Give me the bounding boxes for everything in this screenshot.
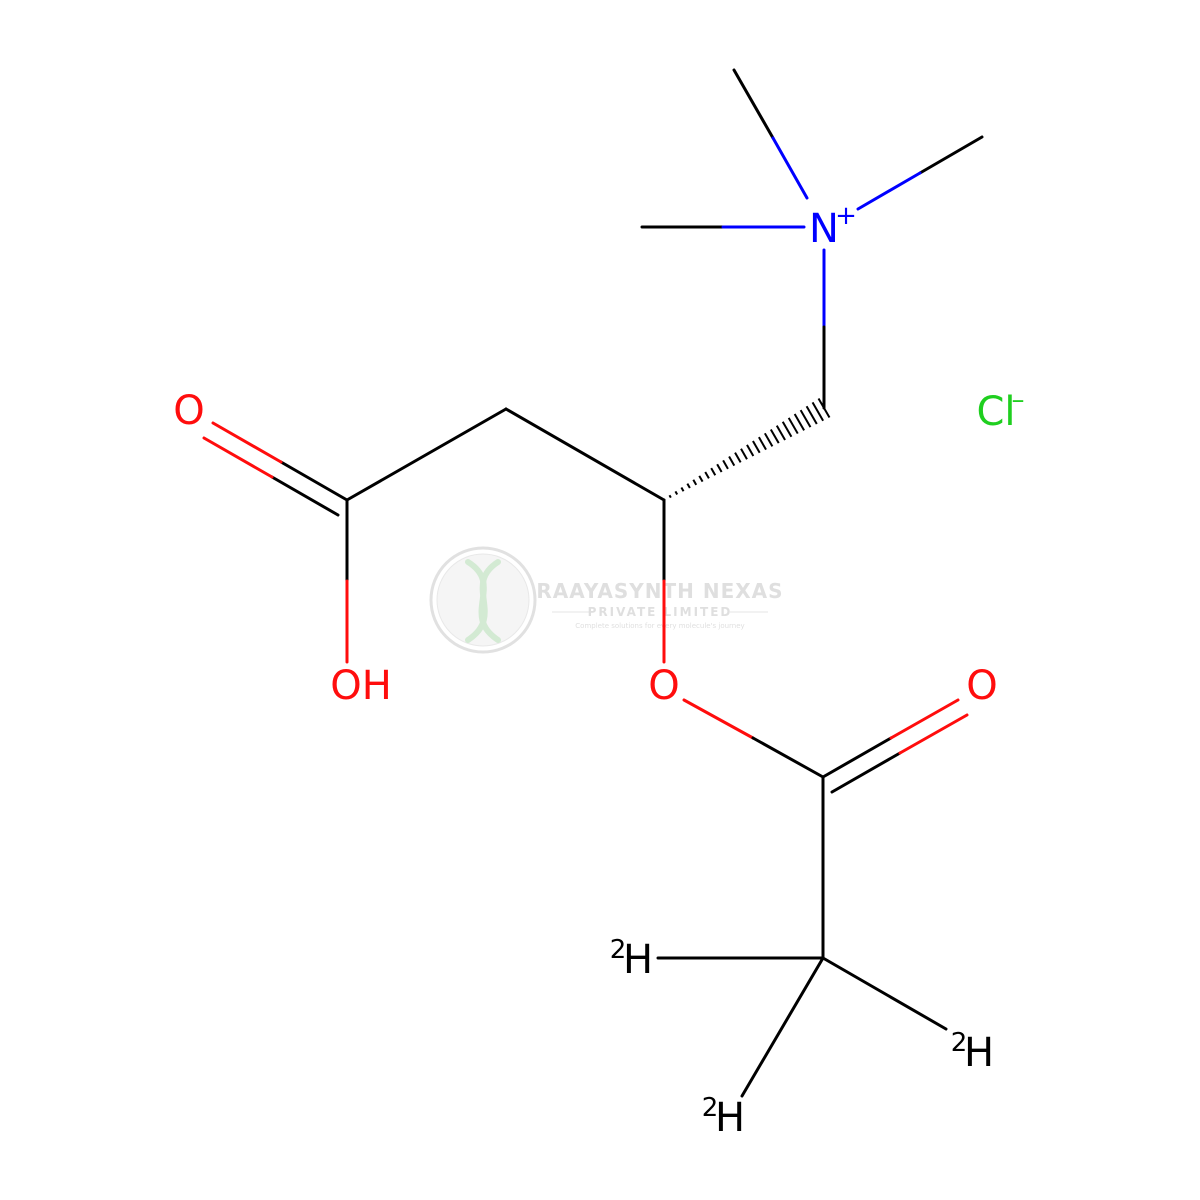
atom-deuterium-left-symbol: H <box>623 937 653 983</box>
hash-wedge-stroke <box>805 405 818 425</box>
atom-acid-carbonyl-oxygen: O <box>173 388 204 434</box>
hash-wedge-stroke <box>734 452 742 463</box>
bond-n-methyl-right-blue <box>856 171 922 211</box>
bond-o-acyl-black <box>751 736 825 779</box>
bond-acid-co-double-b-black <box>270 475 340 517</box>
hash-wedge-stroke <box>763 432 774 447</box>
hash-wedge-stroke <box>704 471 710 479</box>
bond-ester-co-double-a-red <box>889 698 960 740</box>
hash-wedge-stroke <box>716 463 723 473</box>
hashed-wedge-bond <box>668 397 831 499</box>
watermark-logo-ring <box>429 546 537 654</box>
bond-cd3-d-right <box>821 956 948 1031</box>
atom-labels: N + Cl – O OH O O 2 H 2 H 2 H <box>173 201 1024 1141</box>
hash-wedge-stroke <box>686 483 691 489</box>
atom-chloride-charge: – <box>1012 385 1025 415</box>
bond-n-methyl-top-blue <box>771 136 809 200</box>
atom-nitrogen-charge: + <box>835 201 857 231</box>
bond-ester-co-double-b-black <box>830 751 902 794</box>
atom-chloride-label: Cl <box>976 389 1015 435</box>
hash-wedge-stroke <box>811 401 825 422</box>
company-watermark: RAAYASYNTH NEXAS PRIVATE LIMITED Complet… <box>429 546 783 654</box>
atom-deuterium-right-symbol: H <box>964 1030 994 1076</box>
hash-wedge-stroke <box>752 440 761 454</box>
bond-n-methyl-right-black <box>918 135 984 175</box>
atom-deuterium-bottom-symbol: H <box>715 1095 745 1141</box>
watermark-title: RAAYASYNTH NEXAS <box>536 579 783 603</box>
atom-ester-oxygen: O <box>648 663 679 709</box>
hash-wedge-stroke <box>674 490 679 495</box>
hash-wedge-stroke <box>722 459 729 470</box>
bond-acid-co-double-a-black <box>279 460 349 502</box>
atom-deuterium-right-isotope: 2 <box>951 1028 968 1058</box>
bond-ester-co-double-a-black <box>821 736 893 779</box>
hash-wedge-stroke <box>728 456 736 467</box>
hash-wedge-stroke <box>746 444 755 457</box>
hash-wedge-stroke <box>710 467 717 476</box>
hash-wedge-stroke <box>740 448 748 460</box>
atom-deuterium-bottom-isotope: 2 <box>702 1093 719 1123</box>
bond-o-acyl-red <box>682 698 755 740</box>
hash-wedge-stroke <box>775 425 786 441</box>
hash-wedge-stroke <box>698 475 704 483</box>
hash-wedge-stroke <box>787 417 799 435</box>
bond-acid-co-double-b-red <box>202 436 274 479</box>
bond-cd3-d-bottom <box>740 956 825 1098</box>
atom-deuterium-left-isotope: 2 <box>610 935 627 965</box>
hash-wedge-stroke <box>680 487 685 492</box>
hash-wedge-stroke <box>692 479 698 486</box>
hash-wedge-stroke <box>769 428 780 444</box>
hash-wedge-stroke <box>799 409 812 428</box>
bond-acid-co-double-a-red <box>211 421 283 464</box>
watermark-tagline: Complete solutions for every molecule's … <box>575 622 744 630</box>
atom-acid-hydroxyl: OH <box>330 663 392 709</box>
bond-ch2-chiral <box>504 407 666 502</box>
bond-n-methyl-top-black <box>732 68 775 140</box>
atom-ester-carbonyl-oxygen: O <box>966 663 997 709</box>
hash-wedge-stroke <box>793 413 805 431</box>
hash-wedge-stroke <box>668 494 672 499</box>
hash-wedge-stroke <box>817 397 831 419</box>
watermark-subtitle: PRIVATE LIMITED <box>588 605 733 619</box>
atom-nitrogen-label: N <box>809 206 839 252</box>
hash-wedge-stroke <box>781 421 793 438</box>
bonds <box>202 68 984 1098</box>
hash-wedge-stroke <box>758 436 767 451</box>
bond-ester-co-double-b-red <box>898 713 969 755</box>
dna-helix-icon <box>465 559 501 643</box>
bond-ch2-carboxyl <box>345 407 508 502</box>
